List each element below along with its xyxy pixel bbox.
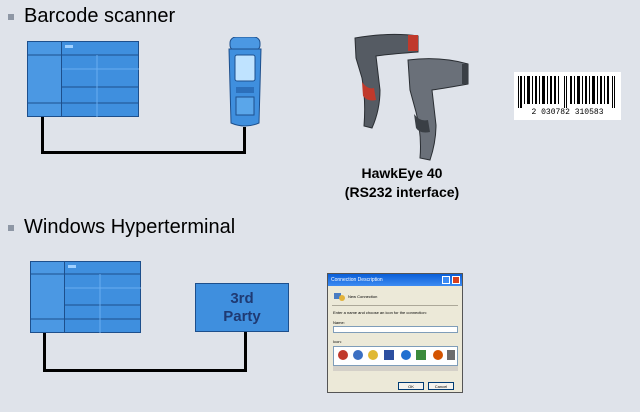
- icon-list-icons: [338, 350, 455, 360]
- section-title: Windows Hyperterminal: [24, 216, 236, 238]
- third-party-line1: 3rd: [230, 289, 254, 307]
- ok-button[interactable]: OK: [398, 382, 424, 390]
- connection-description-dialog: Connection Description New Connection En…: [327, 273, 463, 393]
- dialog-heading: New Connection: [348, 294, 378, 299]
- wire: [243, 127, 246, 154]
- bullet-icon: [8, 224, 14, 231]
- plc-controller-2: [30, 261, 141, 333]
- icon-scrollbar[interactable]: [333, 366, 458, 371]
- close-icon[interactable]: [452, 276, 460, 284]
- dialog-title-bar: Connection Description: [328, 274, 462, 286]
- third-party-line2: Party: [223, 307, 261, 325]
- scanner-interface-label: (RS232 interface): [344, 184, 460, 200]
- section-barcode-scanner: Barcode scanner: [8, 5, 175, 28]
- third-party-device: 3rd Party: [195, 283, 289, 332]
- wire: [43, 369, 247, 372]
- barcode-bars-icon: [518, 76, 615, 108]
- barcode-scanner-gun-icon: [354, 33, 469, 161]
- section-title: Barcode scanner: [24, 5, 176, 27]
- help-icon[interactable]: [442, 276, 450, 284]
- wire: [41, 151, 246, 154]
- new-connection-icon: [334, 293, 345, 301]
- wire: [244, 332, 247, 372]
- wire: [41, 117, 44, 154]
- handheld-terminal-icon: [228, 37, 262, 127]
- plc-controller-1: [27, 41, 139, 117]
- dialog-prompt: Enter a name and choose an icon for the …: [333, 310, 427, 315]
- icon-picker[interactable]: [333, 346, 458, 366]
- divider: [332, 305, 458, 306]
- barcode-digits: 2 030782 310583: [531, 108, 604, 117]
- dialog-title: Connection Description: [331, 277, 383, 283]
- bullet-icon: [8, 13, 14, 20]
- section-windows-hyperterminal: Windows Hyperterminal: [8, 216, 235, 239]
- scanner-model-label: HawkEye 40: [361, 165, 443, 181]
- name-input[interactable]: [333, 326, 458, 333]
- wire: [43, 333, 46, 372]
- cancel-button[interactable]: Cancel: [428, 382, 454, 390]
- scanner-caption: HawkEye 40 (RS232 interface): [318, 164, 486, 202]
- barcode-image: 2 030782 310583: [514, 72, 621, 120]
- icon-label: Icon:: [333, 339, 342, 344]
- name-label: Name:: [333, 320, 345, 325]
